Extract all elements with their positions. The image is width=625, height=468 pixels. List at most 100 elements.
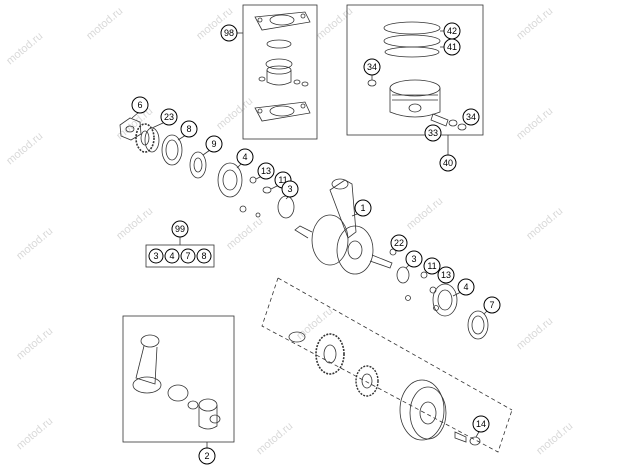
callout-13-right[interactable]: 13 [437,266,455,284]
callout-22[interactable]: 22 [390,234,408,252]
nut-bore [125,125,135,133]
spacer-washer [420,271,428,279]
callout-8-label: 8 [186,124,191,134]
piston-ring-oil [384,46,440,58]
callout-14[interactable]: 14 [472,415,490,433]
watermark-text: motod.ru [514,315,555,352]
seal-ring [161,134,183,166]
callout-2[interactable]: 2 [198,447,216,465]
crank-pin-top [198,398,218,412]
callout-8-kit[interactable]: 8 [196,248,212,264]
callout-3-label: 3 [411,254,416,264]
callout-11-right[interactable]: 11 [423,257,441,275]
piston-ring-second [383,34,441,48]
gasket-hole [257,17,263,23]
conrod-kit-group [122,315,235,450]
callout-7-kit[interactable]: 7 [180,248,196,264]
watermark-text: motod.ru [84,5,125,42]
callout-40[interactable]: 40 [439,154,457,172]
piston-ring-top [383,21,441,35]
watermark-text: motod.ru [14,325,55,362]
locating-pin [255,212,261,218]
conrod-big-end [132,376,162,394]
piston-ring-small [265,58,293,70]
assembly-outline [261,277,513,453]
o-ring [266,39,292,49]
callout-4-kit[interactable]: 4 [164,248,180,264]
main-bearing-inner [437,289,453,311]
crank-web-hub [347,240,363,260]
callout-3-right[interactable]: 3 [405,250,423,268]
flywheel-bolt [454,431,467,443]
thrust-washer-right [396,266,410,284]
callout-33[interactable]: 33 [424,124,442,142]
callout-4-label: 4 [169,251,174,261]
piston-pin-clip [448,119,458,127]
balancer-gear [315,333,345,375]
callout-42-label: 42 [447,26,457,36]
locating-pin [405,295,411,301]
cylinder-gasket-bottom [254,101,311,122]
callout-6-label: 6 [137,100,142,110]
thrust-washer [209,414,221,424]
watermark-text: motod.ru [534,420,575,457]
callout-3-label: 3 [287,184,292,194]
callout-8-top[interactable]: 8 [180,120,198,138]
callout-3-kit[interactable]: 3 [148,248,164,264]
pin-clip [258,76,266,82]
callout-1[interactable]: 1 [354,199,372,217]
callout-22-label: 22 [394,238,404,248]
piston-small [266,70,292,86]
gasket-kit-group [237,4,318,140]
callout-41[interactable]: 41 [443,38,461,56]
callout-9[interactable]: 9 [205,135,223,153]
callout-99[interactable]: 99 [171,220,189,238]
callout-34-left[interactable]: 34 [363,58,381,76]
callout-33-label: 33 [428,128,438,138]
main-bearing-left [217,162,243,198]
watermark-text: motod.ru [114,205,155,242]
callout-42[interactable]: 42 [443,22,461,40]
crank-nut [119,117,142,141]
thrust-washer [187,400,199,410]
flywheel-hub [419,401,437,425]
sprocket-hub [361,373,373,389]
watermark-text: motod.ru [404,195,445,232]
callout-7-label: 7 [185,251,190,261]
callout-23[interactable]: 23 [160,108,178,126]
cylinder-gasket-top [254,11,311,31]
callout-14-label: 14 [476,419,486,429]
watermark-text: motod.ru [4,30,45,67]
shim-washer [429,286,437,294]
watermark-text: motod.ru [214,95,255,132]
watermark-layer: motod.ru motod.ru motod.ru motod.ru moto… [4,5,575,457]
leader-line [202,149,211,156]
callout-6[interactable]: 6 [131,96,149,114]
watermark-text: motod.ru [224,215,265,252]
callout-11-label: 11 [278,175,287,185]
gear-back [144,127,160,153]
callout-7-right[interactable]: 7 [483,296,501,314]
seal-ring-inner [165,139,179,161]
callout-34-right[interactable]: 34 [462,108,480,126]
gasket-kit-frame [242,4,318,140]
callout-98-label: 98 [224,28,234,38]
callout-7-label: 7 [489,300,494,310]
callout-4-left[interactable]: 4 [236,148,254,166]
flywheel-assembly-group [261,277,513,453]
right-crank-components [389,247,491,340]
gear-hub [140,130,150,146]
flywheel-rim [409,386,447,440]
shaft-seal-inner [471,315,485,335]
callout-98[interactable]: 98 [220,24,238,42]
main-bearing-inner [222,169,238,191]
callout-13-left[interactable]: 13 [257,162,275,180]
piston-pin-boss [408,103,422,113]
callout-3-left[interactable]: 3 [281,180,299,198]
callout-4-right[interactable]: 4 [457,278,475,296]
balancer-gear-hub [323,344,337,364]
leader-line [151,122,164,129]
gasket-hole [257,108,263,114]
pin-clip [293,79,301,85]
watermark-text: motod.ru [294,305,335,342]
